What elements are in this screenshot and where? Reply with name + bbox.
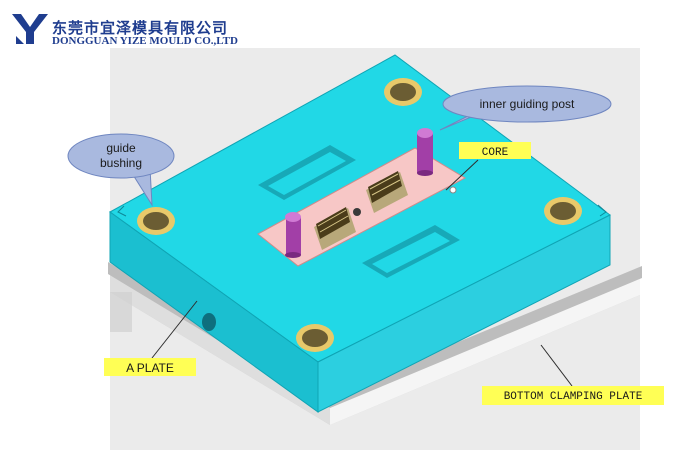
core-callout: CORE [445, 142, 531, 191]
connector-cavity [366, 171, 408, 213]
guide-bushing [384, 78, 422, 106]
a-plate-side-hole [202, 313, 216, 331]
core-locator-hole [449, 186, 457, 194]
a-plate-callout: A PLATE [104, 300, 198, 376]
a-plate-label: A PLATE [126, 361, 174, 375]
inner-guiding-post [417, 128, 433, 176]
bottom-clamping-plate-callout: BOTTOM CLAMPING PLATE [482, 344, 664, 405]
company-name-cn: 东莞市宜泽模具有限公司 [52, 19, 229, 37]
callout-guide-bushing: guide bushing [67, 133, 175, 207]
core-insert [257, 147, 467, 267]
guide-bushing [137, 207, 175, 235]
pocket [362, 225, 460, 278]
guide-bushing [544, 197, 582, 225]
company-name-en: DONGGUAN YIZE MOULD CO.,LTD [52, 35, 238, 47]
header: 东莞市宜泽模具有限公司 DONGGUAN YIZE MOULD CO.,LTD [0, 0, 700, 48]
bottom-clamping-plate-label: BOTTOM CLAMPING PLATE [504, 391, 643, 403]
guide-bushing-label-line2: bushing [100, 156, 142, 170]
callout-inner-guiding-post: inner guiding post [439, 85, 612, 131]
inner-guiding-post-label: inner guiding post [480, 97, 575, 111]
inner-guiding-post [285, 212, 301, 258]
yize-logo-icon [12, 14, 48, 44]
pocket [258, 145, 356, 200]
guide-bushing-label-line1: guide [106, 141, 136, 155]
connector-cavity [314, 207, 356, 250]
core-label: CORE [482, 147, 509, 159]
a-plate-front-right [317, 214, 611, 413]
guide-bushing [296, 324, 334, 352]
